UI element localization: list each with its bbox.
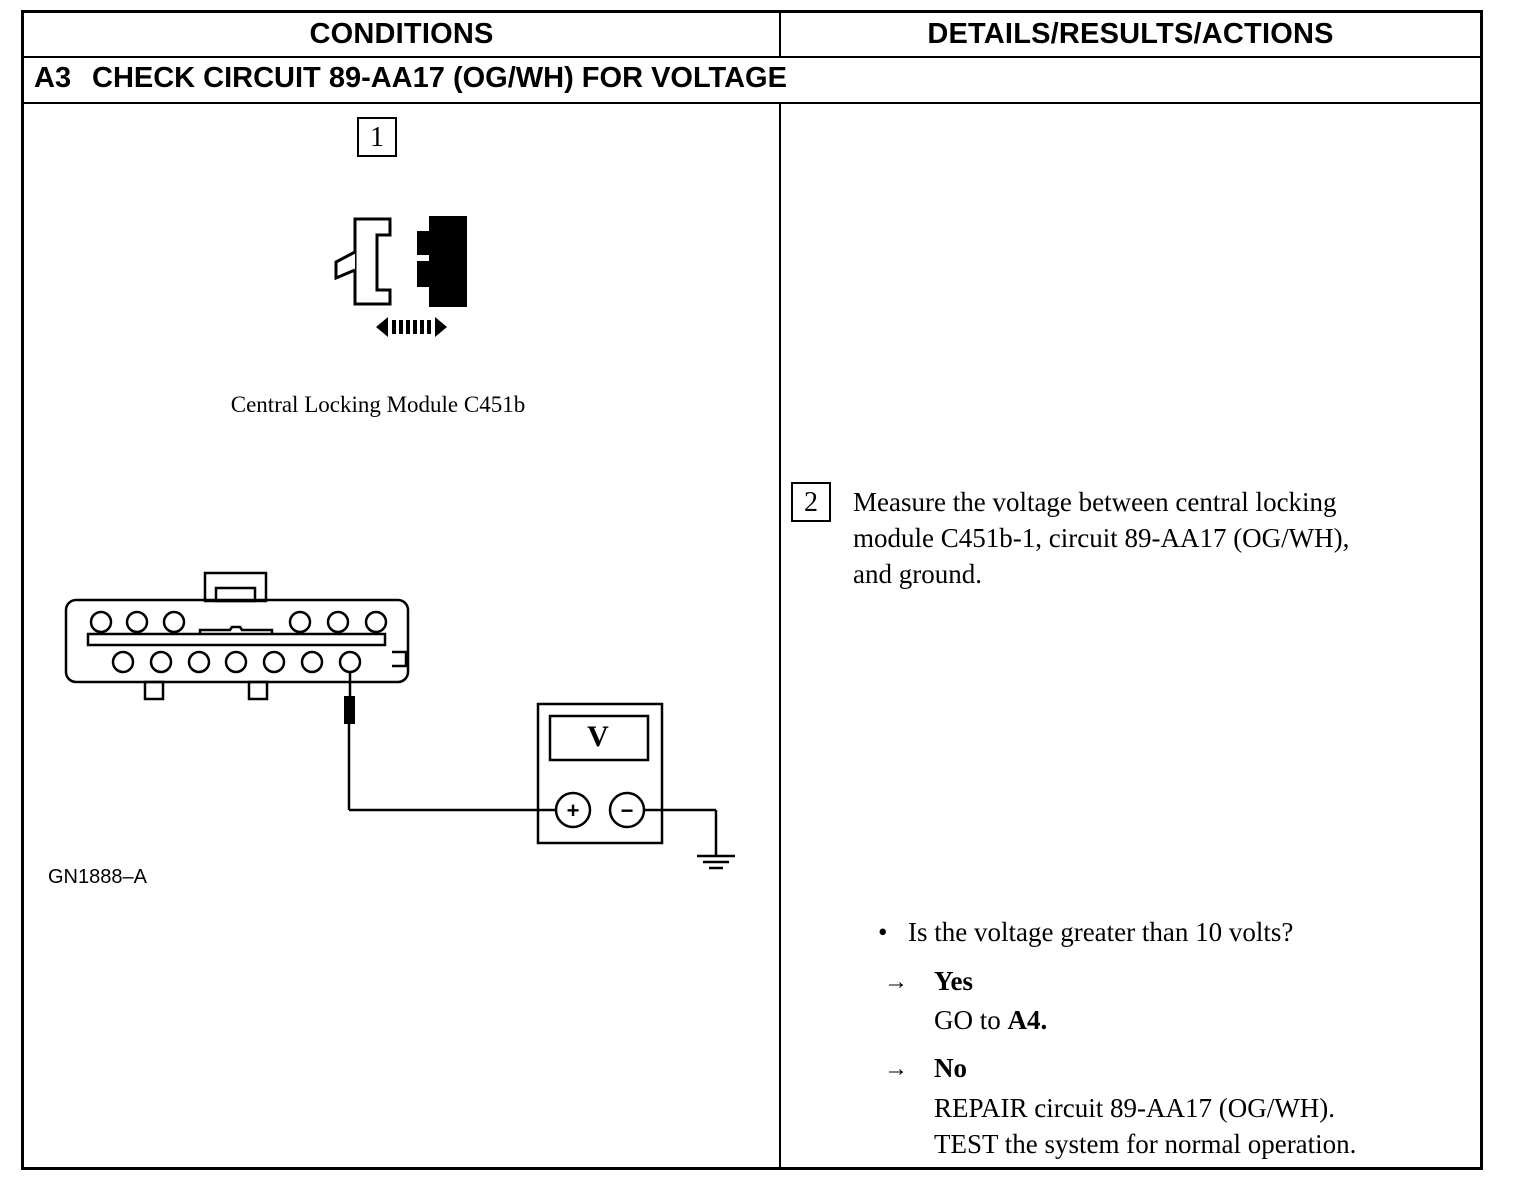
connector-half-male [417, 216, 467, 307]
question-text: Is the voltage greater than 10 volts? [908, 917, 1294, 947]
procedure-table [21, 10, 1483, 1170]
yes-action-target: A4. [1007, 1005, 1048, 1035]
step-1-box: 1 [357, 117, 397, 157]
instruction-line: module C451b-1, circuit 89-AA17 (OG/WH), [853, 523, 1350, 553]
voltmeter-display [548, 714, 650, 762]
voltmeter-icon [536, 702, 664, 845]
connector-body [64, 598, 410, 684]
question: • Is the voltage greater than 10 volts? [878, 914, 1293, 950]
title-divider [21, 102, 1483, 104]
connector-latch [334, 250, 356, 281]
column-header-conditions: CONDITIONS [309, 18, 494, 50]
voltmeter-minus-sign: − [621, 798, 634, 823]
column-divider [779, 102, 781, 1170]
step-title-text: CHECK CIRCUIT 89-AA17 (OG/WH) FOR VOLTAG… [92, 62, 787, 94]
no-action: REPAIR circuit 89-AA17 (OG/WH). TEST the… [934, 1090, 1356, 1162]
instruction-line: Measure the voltage between central lock… [853, 487, 1337, 517]
double-arrow-icon [376, 317, 447, 337]
voltmeter-body [536, 702, 664, 845]
ground-icon [644, 808, 735, 870]
yes-label: Yes [934, 966, 973, 996]
step-2-instruction: Measure the voltage between central lock… [853, 484, 1453, 592]
step-title: A3 CHECK CIRCUIT 89-AA17 (OG/WH) FOR VOLT… [34, 58, 787, 98]
voltmeter-plus-terminal [554, 791, 592, 829]
no-action-line: REPAIR circuit 89-AA17 (OG/WH). [934, 1093, 1335, 1123]
yes-action: GO to A4. [934, 1002, 1047, 1038]
test-probe [344, 672, 555, 812]
header-divider [21, 56, 1483, 58]
yes-arrow-icon: → [884, 969, 908, 995]
no-arrow-icon: → [884, 1056, 908, 1082]
step-2-box: 2 [791, 482, 831, 522]
column-header-details: DETAILS/RESULTS/ACTIONS [927, 18, 1334, 50]
connector-center-rib [86, 632, 387, 647]
pin-row-top [89, 610, 388, 634]
step-id: A3 [34, 62, 72, 94]
connector-caption: Central Locking Module C451b [230, 392, 526, 417]
voltmeter-label: V [587, 720, 609, 753]
pin-row-bottom [111, 650, 362, 674]
pin-1 [338, 650, 362, 674]
bullet-icon: • [878, 917, 888, 947]
instruction-line: and ground. [853, 559, 982, 589]
voltmeter-plus-sign: + [567, 798, 580, 823]
yes-action-text: GO to [934, 1005, 1008, 1035]
connector-half-female [353, 217, 392, 306]
no-action-line: TEST the system for normal operation. [934, 1129, 1357, 1159]
no-label: No [934, 1053, 967, 1083]
column-divider-top [779, 10, 781, 57]
figure-id: GN1888–A [48, 866, 147, 888]
